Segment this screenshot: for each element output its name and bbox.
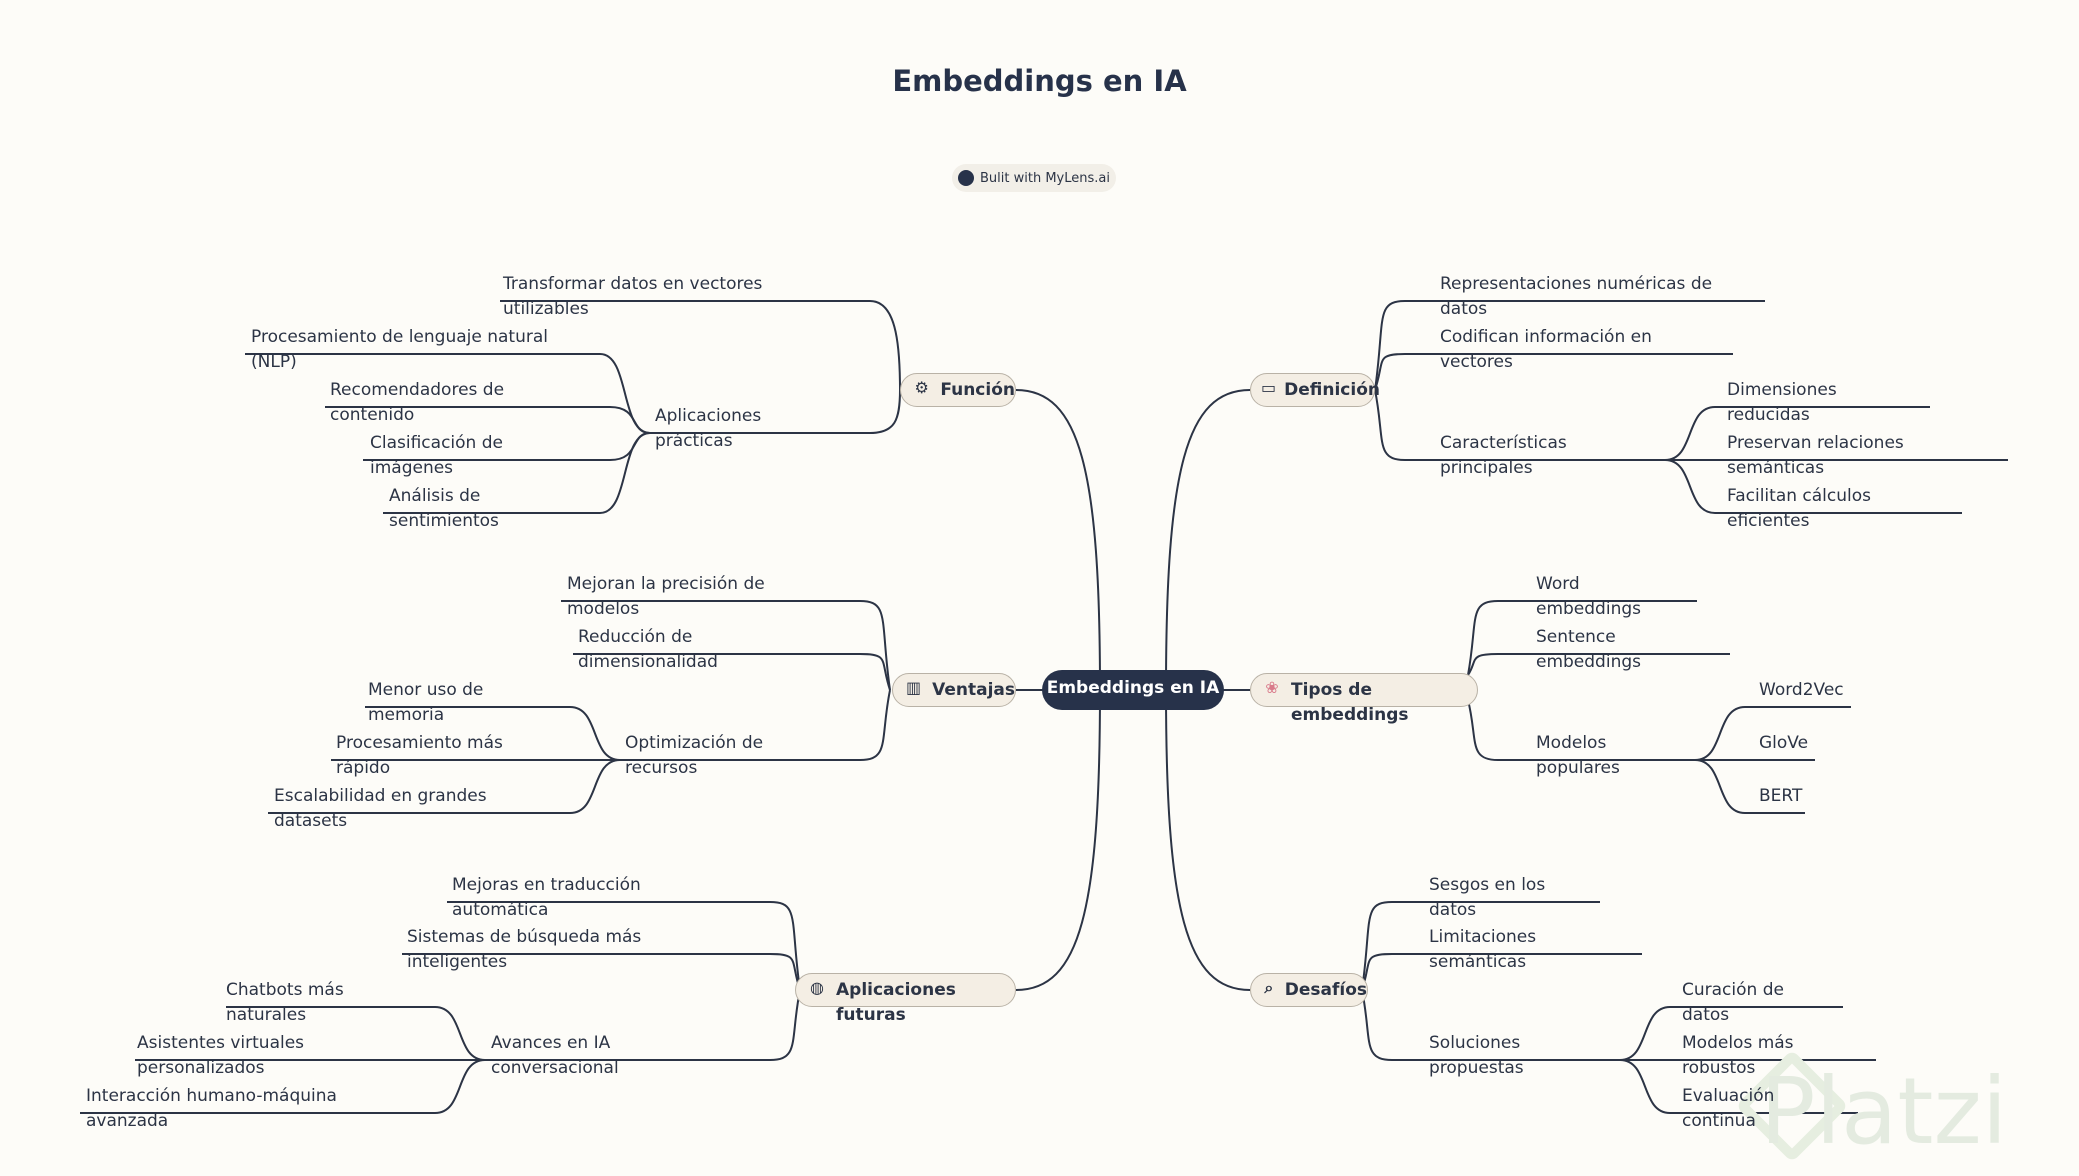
node-clasificacion[interactable]: Clasificación de imágenes — [370, 433, 503, 478]
node-preservan[interactable]: Preservan relaciones semánticas — [1727, 433, 1904, 478]
node-busqueda[interactable]: Sistemas de búsqueda más inteligentes — [407, 927, 642, 972]
topic-label: Tipos de embeddings — [1291, 680, 1409, 725]
topic-aplicaciones-futuras[interactable]: ◍ Aplicaciones futuras — [795, 973, 1016, 1025]
central-topic[interactable]: Embeddings en IA — [1042, 670, 1224, 710]
globe-icon: ◍ — [810, 978, 824, 997]
link-center-aplicaciones-futuras — [1015, 689, 1101, 991]
node-traduccion[interactable]: Mejoras en traducción automática — [452, 875, 641, 920]
topic-label: Desafíos — [1284, 980, 1367, 1000]
magnifier-icon: ⌕ — [1264, 978, 1274, 997]
node-robustos[interactable]: Modelos más robustos — [1682, 1033, 1794, 1078]
node-word-embeddings[interactable]: Word embeddings — [1536, 574, 1641, 619]
node-representaciones[interactable]: Representaciones numéricas de datos — [1440, 274, 1713, 319]
node-sentence-embeddings[interactable]: Sentence embeddings — [1536, 627, 1641, 672]
topic-label: Aplicaciones futuras — [836, 980, 956, 1025]
node-reduccion[interactable]: Reducción de dimensionalidad — [578, 627, 718, 672]
node-optimizacion[interactable]: Optimización de recursos — [625, 733, 764, 778]
gear-icon: ⚙ — [914, 378, 929, 397]
topic-label: Ventajas — [932, 680, 1015, 700]
link-center-funcion — [1015, 389, 1101, 691]
node-recomendadores[interactable]: Recomendadores de contenido — [330, 380, 505, 425]
topic-label: Definición — [1284, 380, 1380, 400]
topic-label: Función — [940, 380, 1015, 400]
node-precision[interactable]: Mejoran la precisión de modelos — [567, 574, 765, 619]
node-evaluacion[interactable]: Evaluación continua — [1682, 1086, 1775, 1131]
topic-definicion[interactable]: ▭ Definición — [1250, 373, 1380, 407]
node-interaccion[interactable]: Interacción humano-máquina avanzada — [86, 1086, 337, 1131]
node-codifican[interactable]: Codifican información en vectores — [1440, 327, 1652, 372]
brain-icon: ❀ — [1265, 678, 1279, 697]
node-limitaciones[interactable]: Limitaciones semánticas — [1429, 927, 1537, 972]
node-word2vec[interactable]: Word2Vec — [1759, 680, 1844, 700]
node-escalabilidad[interactable]: Escalabilidad en grandes datasets — [274, 786, 487, 831]
node-transformar[interactable]: Transformar datos en vectores utilizable… — [503, 274, 763, 319]
topic-ventajas[interactable]: ▥ Ventajas — [892, 673, 1016, 707]
node-caracteristicas[interactable]: Características principales — [1440, 433, 1567, 478]
node-sesgos[interactable]: Sesgos en los datos — [1429, 875, 1546, 920]
node-modelos-populares[interactable]: Modelos populares — [1536, 733, 1620, 778]
node-aplicaciones-practicas[interactable]: Aplicaciones prácticas — [655, 406, 762, 451]
node-facilitan[interactable]: Facilitan cálculos eficientes — [1727, 486, 1872, 531]
badge-label: Bulit with MyLens.ai — [980, 170, 1110, 186]
platzi-watermark: Platzi — [1760, 1058, 2008, 1165]
node-bert[interactable]: BERT — [1759, 786, 1803, 806]
page-title: Embeddings en IA — [892, 64, 1187, 98]
node-dimensiones[interactable]: Dimensiones reducidas — [1727, 380, 1837, 425]
node-sentimientos[interactable]: Análisis de sentimientos — [389, 486, 499, 531]
built-with-badge[interactable]: Bulit with MyLens.ai — [952, 164, 1116, 192]
book-icon: ▭ — [1261, 378, 1277, 397]
node-nlp[interactable]: Procesamiento de lenguaje natural (NLP) — [251, 327, 548, 372]
node-rapido[interactable]: Procesamiento más rápido — [336, 733, 503, 778]
link-center-definicion — [1165, 389, 1251, 691]
link-center-desafios — [1165, 689, 1251, 991]
node-curacion[interactable]: Curación de datos — [1682, 980, 1784, 1025]
node-avances[interactable]: Avances en IA conversacional — [491, 1033, 619, 1078]
topic-funcion[interactable]: ⚙ Función — [900, 373, 1016, 407]
node-memoria[interactable]: Menor uso de memoria — [368, 680, 484, 725]
mylens-logo-icon — [958, 170, 975, 186]
topic-tipos[interactable]: ❀ Tipos de embeddings — [1250, 673, 1478, 725]
node-soluciones[interactable]: Soluciones propuestas — [1429, 1033, 1524, 1078]
node-chatbots[interactable]: Chatbots más naturales — [226, 980, 344, 1025]
node-asistentes[interactable]: Asistentes virtuales personalizados — [137, 1033, 305, 1078]
topic-desafios[interactable]: ⌕ Desafíos — [1250, 973, 1368, 1007]
node-glove[interactable]: GloVe — [1759, 733, 1809, 753]
bar-chart-icon: ▥ — [906, 678, 922, 697]
